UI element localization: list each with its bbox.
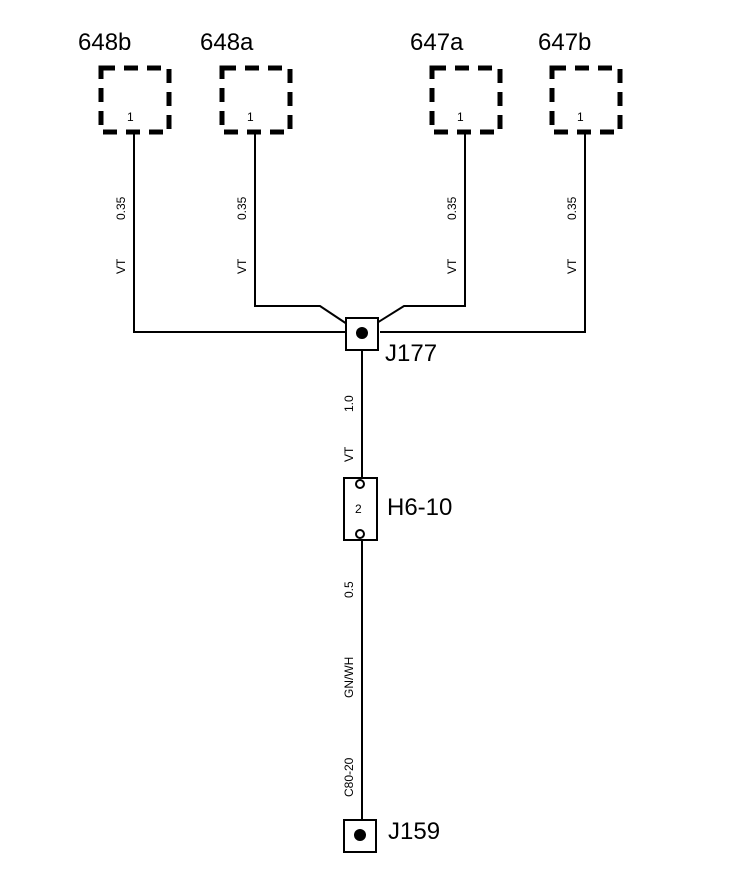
wire-trunk-size: 1.0 bbox=[342, 395, 356, 412]
connector-648a-outline bbox=[219, 65, 293, 135]
inline-connector-h6-10[interactable]: 2 H6-10 bbox=[343, 477, 452, 541]
wire-647a-size: 0.35 bbox=[445, 196, 459, 220]
wire-648a-size: 0.35 bbox=[235, 196, 249, 220]
wire-trunk-color: VT bbox=[342, 446, 356, 462]
wire-648b-size: 0.35 bbox=[114, 196, 128, 220]
connector-647a-pin: 1 bbox=[457, 110, 464, 124]
connector-647b-pin: 1 bbox=[577, 110, 584, 124]
connector-647a[interactable]: 647a 1 bbox=[410, 29, 503, 135]
connector-647b-label: 647b bbox=[538, 29, 591, 56]
wire-lower-circuit: C80-20 bbox=[342, 757, 356, 797]
inline-connector-label: H6-10 bbox=[387, 494, 452, 521]
wire-648b-color: VT bbox=[114, 258, 128, 274]
connector-647b-outline bbox=[549, 65, 623, 135]
connector-648b[interactable]: 648b 1 bbox=[78, 29, 172, 135]
inline-connector-bottom-terminal bbox=[355, 529, 365, 539]
wire-648b bbox=[133, 132, 346, 333]
splice-j159[interactable]: J159 bbox=[343, 818, 440, 853]
connector-647a-label: 647a bbox=[410, 29, 464, 56]
connector-647b[interactable]: 647b 1 bbox=[538, 29, 623, 135]
wire-647a-color: VT bbox=[445, 258, 459, 274]
connector-648b-outline bbox=[98, 65, 172, 135]
wire-648a-color: VT bbox=[235, 258, 249, 274]
connector-648b-label: 648b bbox=[78, 29, 131, 56]
connector-648a-label: 648a bbox=[200, 29, 254, 56]
splice-j177-label: J177 bbox=[385, 340, 437, 367]
splice-j177[interactable]: J177 bbox=[345, 317, 437, 367]
inline-connector-pin: 2 bbox=[355, 502, 362, 516]
splice-j159-dot bbox=[354, 829, 366, 841]
connector-648b-pin: 1 bbox=[127, 110, 134, 124]
wire-lower-color: GN/WH bbox=[342, 657, 356, 698]
wire-647b-color: VT bbox=[565, 258, 579, 274]
wire-647a bbox=[371, 132, 466, 327]
wire-647b bbox=[380, 132, 586, 333]
wire-647b-size: 0.35 bbox=[565, 196, 579, 220]
splice-j159-label: J159 bbox=[388, 818, 440, 845]
connector-648a[interactable]: 648a 1 bbox=[200, 29, 293, 135]
connector-647a-outline bbox=[429, 65, 503, 135]
inline-connector-top-terminal bbox=[355, 479, 365, 489]
wire-648a bbox=[254, 132, 351, 327]
connector-648a-pin: 1 bbox=[247, 110, 254, 124]
wire-lower-size: 0.5 bbox=[342, 581, 356, 598]
splice-j177-dot bbox=[356, 327, 368, 339]
